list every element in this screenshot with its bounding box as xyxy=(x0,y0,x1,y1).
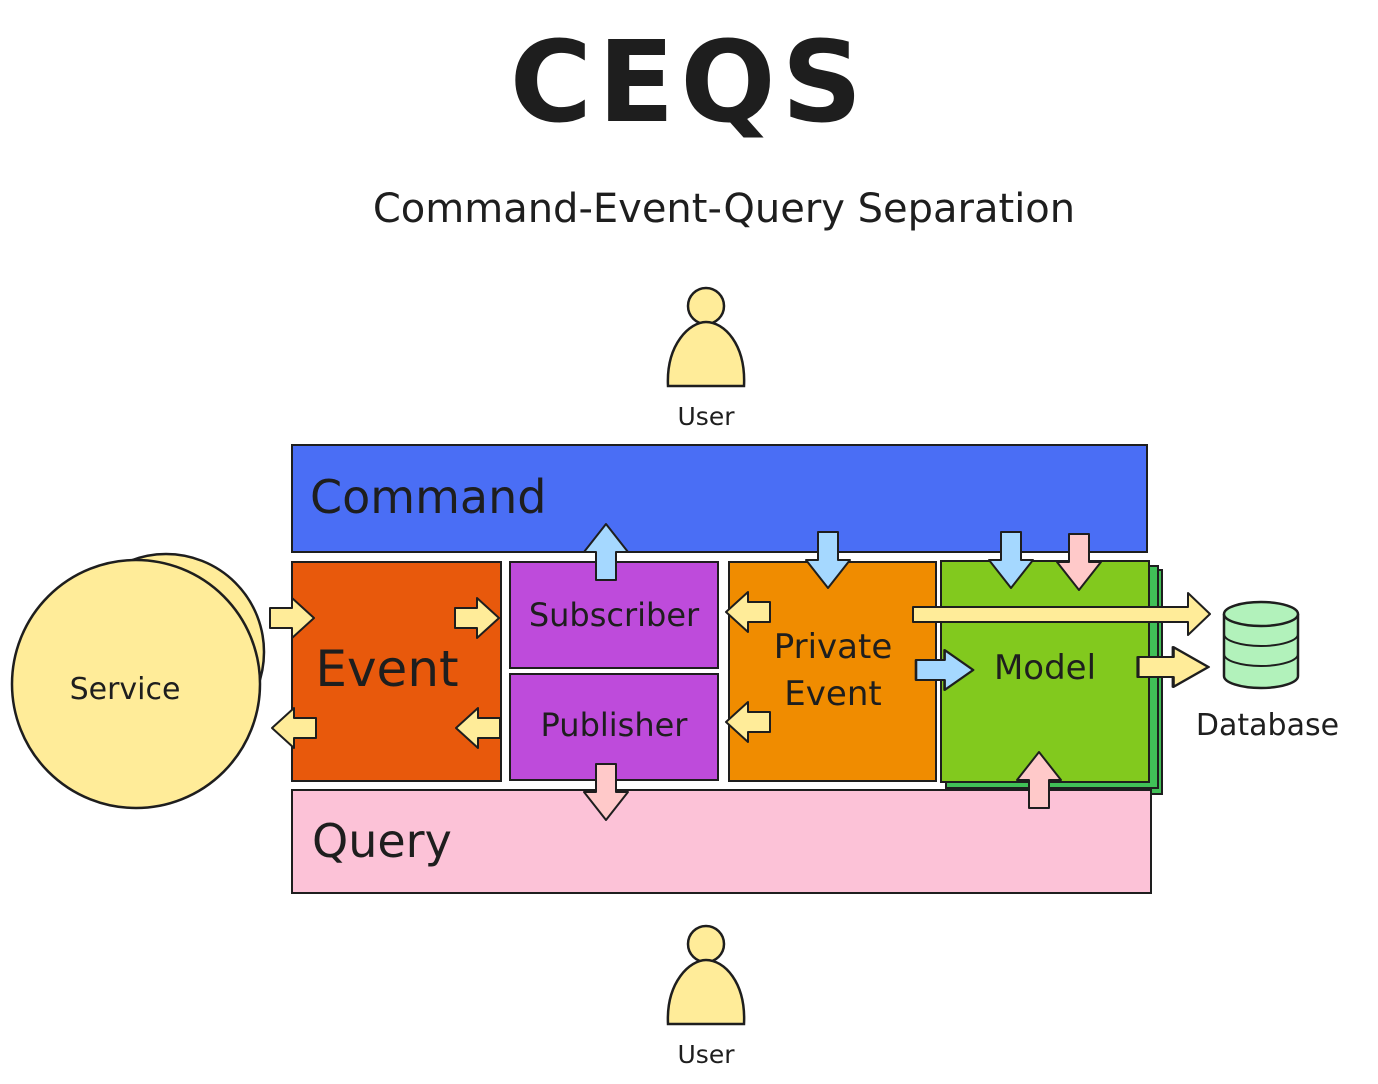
query-label: Query xyxy=(312,814,452,868)
publisher-label: Publisher xyxy=(540,706,688,744)
publisher-box xyxy=(509,673,719,781)
user-bottom-icon xyxy=(666,924,746,1026)
private-event-label-line1: Private xyxy=(773,627,893,667)
query-box xyxy=(291,789,1152,894)
model-box xyxy=(940,560,1150,783)
service-label: Service xyxy=(69,672,181,707)
arrow-private-to-database xyxy=(912,592,1211,636)
model-label: Model xyxy=(993,648,1097,688)
command-label: Command xyxy=(310,470,547,524)
diagram-subtitle: Command-Event-Query Separation xyxy=(372,186,1076,232)
subscriber-label: Subscriber xyxy=(528,596,700,634)
database-icon xyxy=(1222,600,1300,690)
database-label: Database xyxy=(1195,708,1340,743)
private-event-box xyxy=(728,561,937,782)
diagram-title: CEQS xyxy=(509,18,869,148)
event-label: Event xyxy=(315,640,459,698)
private-event-label-line2: Event xyxy=(784,674,882,714)
event-box xyxy=(291,561,502,782)
user-top-label: User xyxy=(677,402,735,431)
user-bottom-label: User xyxy=(677,1040,735,1069)
service-icon xyxy=(10,552,266,810)
user-top-icon xyxy=(666,286,746,388)
